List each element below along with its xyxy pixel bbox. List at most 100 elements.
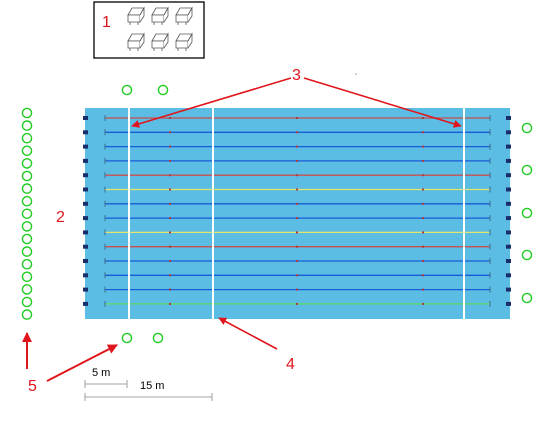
lane-marker [169, 288, 171, 291]
lane-marker [296, 274, 298, 277]
lane-marker [296, 145, 298, 148]
starting-block [83, 116, 88, 120]
callout-label-3: 3 [292, 67, 301, 84]
circle-outline-icon [21, 309, 33, 320]
lane-marker [296, 245, 298, 248]
lane-marker [169, 145, 171, 148]
trees [21, 84, 533, 344]
lane-marker [422, 274, 424, 277]
circle-outline-icon [521, 249, 533, 261]
lane-marker [296, 288, 298, 291]
lane-marker [422, 174, 424, 177]
callout-arrow-3b [303, 77, 462, 128]
lane-marker [169, 274, 171, 277]
starting-block [83, 244, 88, 249]
circle-outline-icon [21, 258, 33, 270]
circle-outline-icon [21, 221, 33, 232]
lane-marker [422, 260, 424, 262]
scale-label-short: 5 m [92, 367, 110, 379]
starting-block [83, 287, 88, 292]
circle-outline-icon [121, 84, 133, 96]
starting-block [506, 173, 511, 178]
starting-block [506, 144, 511, 149]
starting-block [83, 173, 88, 178]
lane-marker [296, 302, 298, 305]
lane-marker [422, 217, 424, 220]
lane-marker [422, 202, 424, 205]
circle-outline-icon [21, 284, 33, 295]
lane-marker [422, 231, 424, 234]
starting-block [83, 230, 88, 235]
circle-outline-icon [521, 122, 533, 134]
circle-outline-icon [21, 158, 33, 169]
starting-block [506, 187, 511, 192]
lane-marker [422, 245, 424, 248]
circle-outline-icon [121, 332, 133, 344]
starting-block [506, 158, 511, 163]
lane-marker [296, 131, 298, 134]
lane-marker [422, 302, 424, 305]
starting-block [506, 230, 511, 235]
callout-label-5: 5 [28, 378, 37, 395]
lane-marker [422, 288, 424, 291]
starting-block [83, 259, 88, 263]
circle-outline-icon [21, 145, 33, 157]
callout-label-4: 4 [286, 356, 295, 373]
callout-label-1: 1 [102, 14, 111, 31]
lane-marker [169, 302, 171, 305]
circle-outline-icon [21, 246, 33, 257]
starting-block [506, 244, 511, 249]
starting-block [83, 301, 88, 306]
lane-marker [296, 231, 298, 234]
lane-marker [296, 202, 298, 205]
circle-outline-icon [157, 84, 169, 96]
starting-block [83, 201, 88, 206]
starting-block [83, 130, 88, 135]
lane-marker [169, 202, 171, 205]
lane-marker [296, 260, 298, 262]
circle-outline-icon [21, 233, 33, 245]
lane-marker [169, 245, 171, 248]
lane-marker [422, 159, 424, 162]
lane-marker [169, 260, 171, 262]
scale-label-long: 15 m [140, 380, 164, 392]
lane-marker [169, 131, 171, 134]
lane-marker [422, 117, 424, 119]
lane-marker [296, 217, 298, 220]
callout-arrow-3a [131, 77, 292, 128]
swimming-pool [83, 108, 511, 319]
starting-block [506, 259, 511, 263]
starting-block [506, 116, 511, 120]
starting-block [506, 216, 511, 221]
lane-marker [296, 188, 298, 191]
starting-block [83, 273, 88, 278]
lane-marker [169, 188, 171, 191]
circle-outline-icon [21, 271, 33, 283]
scale-bar: 5 m 15 m [84, 367, 213, 401]
lane-marker [296, 117, 298, 119]
callout-arrow-5b [46, 344, 118, 382]
starting-block [506, 287, 511, 292]
circle-outline-icon [21, 195, 33, 207]
seating-area: 1 [93, 1, 205, 59]
circle-outline-icon [21, 132, 33, 144]
callout-arrow-4 [218, 317, 278, 350]
circle-outline-icon [21, 183, 33, 194]
lane-marker [422, 131, 424, 134]
circle-outline-icon [521, 164, 533, 176]
starting-block [83, 144, 88, 149]
circle-outline-icon [21, 208, 33, 220]
circle-outline-icon [152, 332, 164, 344]
starting-block [506, 201, 511, 206]
starting-block [83, 216, 88, 221]
lane-marker [169, 117, 171, 119]
lane-marker [422, 145, 424, 148]
circle-outline-icon [21, 296, 33, 308]
circle-outline-icon [21, 107, 33, 119]
lane-ropes [104, 115, 491, 307]
circle-outline-icon [521, 207, 533, 219]
lane-marker [169, 174, 171, 177]
starting-block [506, 301, 511, 306]
lane-marker [169, 231, 171, 234]
